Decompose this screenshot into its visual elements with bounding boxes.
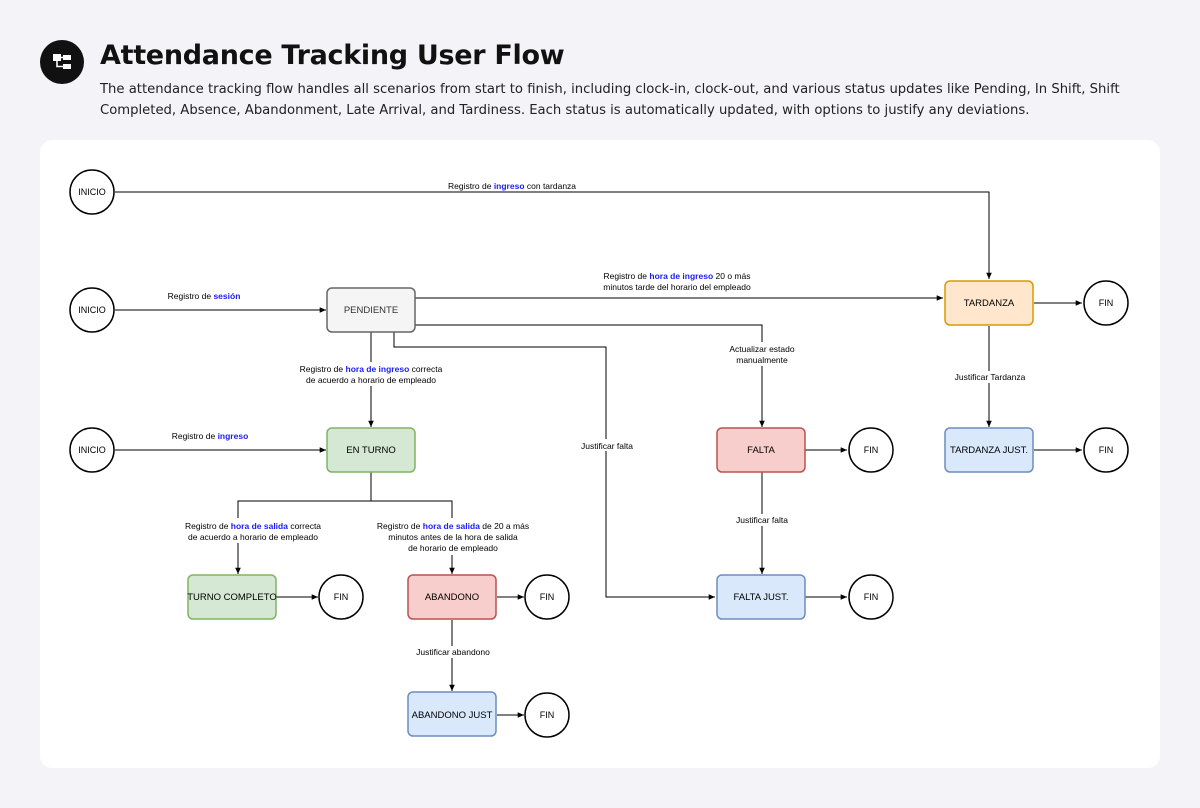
state-label-falta-just: FALTA JUST. <box>733 592 788 603</box>
label-salida-correcta-line1: Registro de hora de salida correcta <box>185 521 321 531</box>
start-label-3: INICIO <box>78 445 106 455</box>
state-label-pendiente: PENDIENTE <box>344 305 398 316</box>
label-justificar-falta-1: Justificar falta <box>581 441 633 451</box>
state-label-falta: FALTA <box>747 445 775 456</box>
end-node-turno-completo <box>318 574 364 620</box>
end-node-tardanza-just <box>1083 427 1129 473</box>
label-salida-correcta-line2: de acuerdo a horario de empleado <box>188 532 318 542</box>
label-justificar-tardanza: Justificar Tardanza <box>955 372 1026 382</box>
label-salida-antes-line3: de horario de empleado <box>408 543 498 553</box>
diagram-canvas: Registro de ingreso con tardanza Registr… <box>40 140 1160 768</box>
state-label-tardanza-just: TARDANZA JUST. <box>950 445 1028 456</box>
end-label: FIN <box>864 592 879 602</box>
end-label: FIN <box>864 445 879 455</box>
label-salida-antes-line1: Registro de hora de salida de 20 a más <box>377 521 529 531</box>
state-label-abandono-just: ABANDONO JUST <box>412 710 493 721</box>
edge-inicio1-tardanza <box>115 191 992 279</box>
label-justificar-falta-2: Justificar falta <box>736 515 788 525</box>
state-abandono-just <box>407 691 497 737</box>
label-tarde-line1: Registro de hora de ingreso 20 o más <box>604 271 751 281</box>
start-node-3 <box>69 427 115 473</box>
start-node-1 <box>69 169 115 215</box>
state-label-en-turno: EN TURNO <box>346 445 395 456</box>
end-label: FIN <box>1099 445 1114 455</box>
state-abandono <box>407 574 497 620</box>
state-falta <box>716 427 806 473</box>
end-node-abandono-just <box>524 692 570 738</box>
start-label-1: INICIO <box>78 187 106 197</box>
end-label: FIN <box>540 710 555 720</box>
label-tarde-line2: minutos tarde del horario del empleado <box>603 282 751 292</box>
end-node-tardanza <box>1083 280 1129 326</box>
state-turno-completo <box>187 574 277 620</box>
flow-diagram: Registro de ingreso con tardanza Registr… <box>69 169 1129 738</box>
label-justificar-abandono: Justificar abandono <box>416 647 490 657</box>
label-sesion: Registro de sesión <box>168 291 241 301</box>
end-node-falta <box>848 427 894 473</box>
label-ingreso-tardanza: Registro de ingreso con tardanza <box>448 181 576 191</box>
end-node-abandono <box>524 574 570 620</box>
edge-pendiente-falta-just <box>393 332 715 600</box>
flowchart-icon <box>40 40 84 84</box>
end-label: FIN <box>540 592 555 602</box>
label-correcta-line1: Registro de hora de ingreso correcta <box>300 364 443 374</box>
label-ingreso: Registro de ingreso <box>172 431 249 441</box>
state-pendiente <box>326 287 416 333</box>
start-label-2: INICIO <box>78 305 106 315</box>
end-label: FIN <box>334 592 349 602</box>
label-actualizar-line1: Actualizar estado <box>729 344 794 354</box>
page-description: The attendance tracking flow handles all… <box>100 82 1120 118</box>
label-actualizar-line2: manualmente <box>736 355 788 365</box>
state-tardanza-just <box>944 427 1034 473</box>
state-tardanza <box>944 280 1034 326</box>
start-node-2 <box>69 287 115 333</box>
end-label: FIN <box>1099 298 1114 308</box>
state-label-tardanza: TARDANZA <box>964 298 1015 309</box>
state-label-abandono: ABANDONO <box>425 592 479 603</box>
state-falta-just <box>716 574 806 620</box>
state-en-turno <box>326 427 416 473</box>
state-label-turno-completo: TURNO COMPLETO <box>187 592 277 603</box>
label-salida-antes-line2: minutos antes de la hora de salida <box>388 532 518 542</box>
end-node-falta-just <box>848 574 894 620</box>
edge-pendiente-falta <box>414 324 765 427</box>
page-title: Attendance Tracking User Flow <box>100 40 565 71</box>
label-correcta-line2: de acuerdo a horario de empleado <box>306 375 436 385</box>
